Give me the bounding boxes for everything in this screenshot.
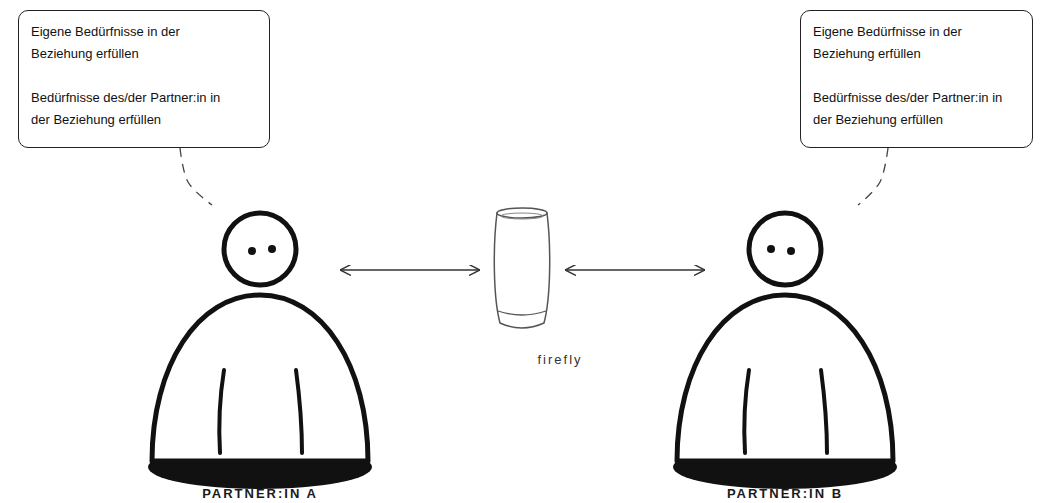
leader-line — [180, 148, 212, 205]
callout-text: Eigene Bedürfnisse in der Beziehung erfü… — [813, 21, 1018, 65]
person-figure: PARTNER:IN A — [180, 205, 340, 475]
person-figure: PARTNER:IN B — [705, 205, 865, 475]
speaker-body — [494, 213, 549, 328]
speech-bubble: Eigene Bedürfnisse in der Beziehung erfü… — [18, 10, 270, 148]
arm-line — [219, 370, 224, 453]
arm-line — [296, 370, 302, 453]
callout-text: Bedürfnisse des/der Partner:in in der Be… — [813, 87, 1018, 131]
head-outline — [749, 213, 821, 285]
eye-dot — [268, 245, 276, 253]
body-outline — [677, 295, 893, 461]
smart-speaker: firefly — [480, 205, 565, 335]
head-outline — [224, 213, 296, 285]
speaker-band — [498, 311, 546, 315]
eye-dot — [248, 247, 256, 255]
speaker-top-rim — [501, 213, 543, 219]
arm-line — [821, 370, 827, 453]
eye-dot — [787, 247, 795, 255]
speaker-illustration — [480, 205, 565, 335]
callout-text: Eigene Bedürfnisse in der Beziehung erfü… — [31, 21, 236, 65]
double-arrow — [565, 269, 705, 270]
person-label: PARTNER:IN A — [120, 486, 400, 501]
body-outline — [152, 295, 368, 461]
leader-line — [858, 148, 888, 205]
arm-line — [744, 370, 749, 453]
callout-text: Bedürfnisse des/der Partner:in in der Be… — [31, 87, 236, 131]
speaker-top — [497, 208, 547, 218]
person-label: PARTNER:IN B — [645, 486, 925, 501]
speech-bubble: Eigene Bedürfnisse in der Beziehung erfü… — [800, 10, 1033, 148]
eye-dot — [767, 245, 775, 253]
device-label: firefly — [420, 352, 700, 367]
person-illustration — [180, 205, 340, 475]
double-arrow — [340, 269, 480, 270]
person-illustration — [705, 205, 865, 475]
